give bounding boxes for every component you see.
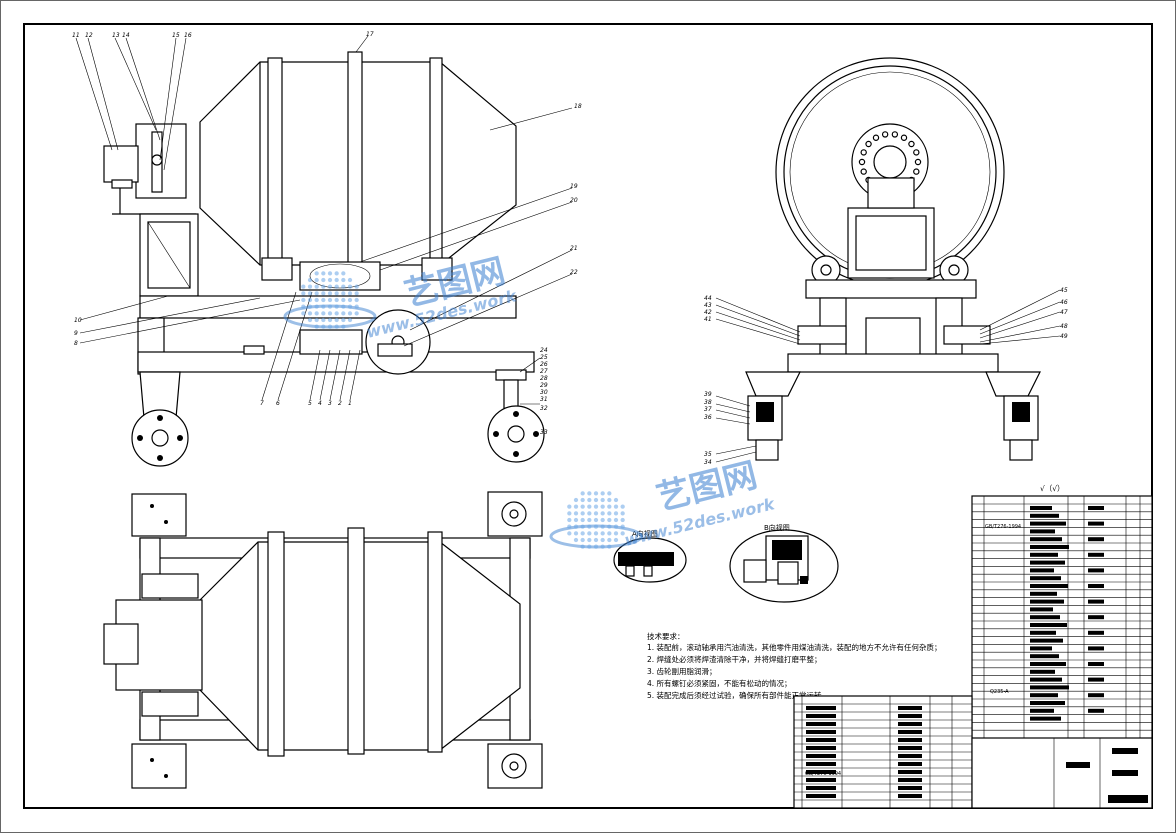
balloon-42: 42 <box>704 309 712 316</box>
balloon-11: 11 <box>72 32 80 39</box>
balloon-47: 47 <box>1060 309 1068 316</box>
view-b-label: B向视图 <box>764 523 790 532</box>
balloon-15: 15 <box>172 32 180 39</box>
watermark-right: 艺图网 www.52des.work <box>549 455 778 550</box>
detail-view-a: A向视图 <box>613 529 687 583</box>
tech-req-item-4: 4. 所有螺钉必须紧固，不能有松动的情况； <box>647 678 792 688</box>
balloon-29: 29 <box>540 382 548 389</box>
title-block <box>971 737 1153 809</box>
drum-band-center <box>347 51 363 271</box>
balloon-32: 32 <box>540 405 548 412</box>
balloon-8: 8 <box>74 340 78 347</box>
surface-roughness: √（√） <box>1040 484 1065 493</box>
balloon-3: 3 <box>328 400 332 407</box>
balloon-48: 48 <box>1060 323 1068 330</box>
balloon-43: 43 <box>704 302 712 309</box>
balloon-38: 38 <box>704 399 712 406</box>
drive-gear-assembly <box>299 261 381 291</box>
tech-req-item-3: 3. 齿轮副用脂润滑； <box>647 666 717 676</box>
parts-code-c: Q235-A <box>990 689 1009 695</box>
balloon-7: 7 <box>260 400 264 407</box>
balloon-33: 33 <box>540 429 548 436</box>
drawing-frame <box>23 23 1153 809</box>
balloon-21: 21 <box>570 245 578 252</box>
balloon-45: 45 <box>1060 287 1068 294</box>
top-view <box>103 491 543 789</box>
balloon-36: 36 <box>704 414 712 421</box>
balloon-9: 9 <box>74 330 78 337</box>
balloon-19: 19 <box>570 183 578 190</box>
balloon-39: 39 <box>704 391 712 398</box>
balloon-30: 30 <box>540 389 548 396</box>
tech-req-title: 技术要求： <box>647 631 685 641</box>
side-view: 44 43 42 41 39 38 37 36 35 34 45 46 47 4… <box>704 57 1068 466</box>
balloon-5: 5 <box>308 400 312 407</box>
balloon-35: 35 <box>704 451 712 458</box>
tech-req-item-1: 1. 装配前，滚动轴承用汽油清洗，其他零件用煤油清洗，装配的地方不允许有任何杂质… <box>647 642 942 652</box>
balloon-16: 16 <box>184 32 192 39</box>
balloon-28: 28 <box>540 375 548 382</box>
parts-code-b: GB/T276-1994 <box>805 771 841 777</box>
balloon-27: 27 <box>540 368 548 375</box>
balloon-26: 26 <box>540 361 548 368</box>
balloon-14: 14 <box>122 32 130 39</box>
drum-band-right <box>429 57 443 269</box>
drum-band-left <box>267 57 283 269</box>
view-a-label: A向视图 <box>632 529 658 538</box>
balloon-1: 1 <box>348 400 352 407</box>
balloon-44: 44 <box>704 295 712 302</box>
front-view: 11 12 13 14 15 16 17 18 19 20 21 22 24 2… <box>72 31 582 467</box>
drive-motor <box>103 145 139 183</box>
balloon-6: 6 <box>276 400 280 407</box>
balloon-31: 31 <box>540 396 548 403</box>
balloon-41: 41 <box>704 316 712 323</box>
balloon-2: 2 <box>338 400 342 407</box>
balloon-25: 25 <box>540 354 548 361</box>
balloon-13: 13 <box>112 32 120 39</box>
top-view-caster-bl <box>131 743 187 789</box>
balloon-24: 24 <box>540 347 548 354</box>
balloon-34: 34 <box>704 459 712 466</box>
detail-view-b: B向视图 <box>729 523 839 603</box>
balloon-37: 37 <box>704 406 712 413</box>
top-view-caster-tl <box>131 493 187 537</box>
tech-req-item-5: 5. 装配完成后须经过试验，确保所有部件能正常运转。 <box>647 690 829 700</box>
technical-requirements: 技术要求： 1. 装配前，滚动轴承用汽油清洗，其他零件用煤油清洗，装配的地方不允… <box>647 631 942 700</box>
tech-req-item-2: 2. 焊缝处必须将焊渣清除干净，并将焊缝打磨平整； <box>647 654 822 664</box>
balloon-17: 17 <box>366 31 374 38</box>
balloon-46: 46 <box>1060 299 1068 306</box>
balloon-22: 22 <box>570 269 578 276</box>
balloon-12: 12 <box>85 32 93 39</box>
balloon-18: 18 <box>574 103 582 110</box>
balloon-49: 49 <box>1060 333 1068 340</box>
balloon-10: 10 <box>74 317 82 324</box>
parts-code-a: GB/T276-1994 <box>985 524 1021 530</box>
side-base-beam <box>787 353 999 373</box>
balloon-20: 20 <box>570 197 578 204</box>
balloon-4: 4 <box>318 400 322 407</box>
